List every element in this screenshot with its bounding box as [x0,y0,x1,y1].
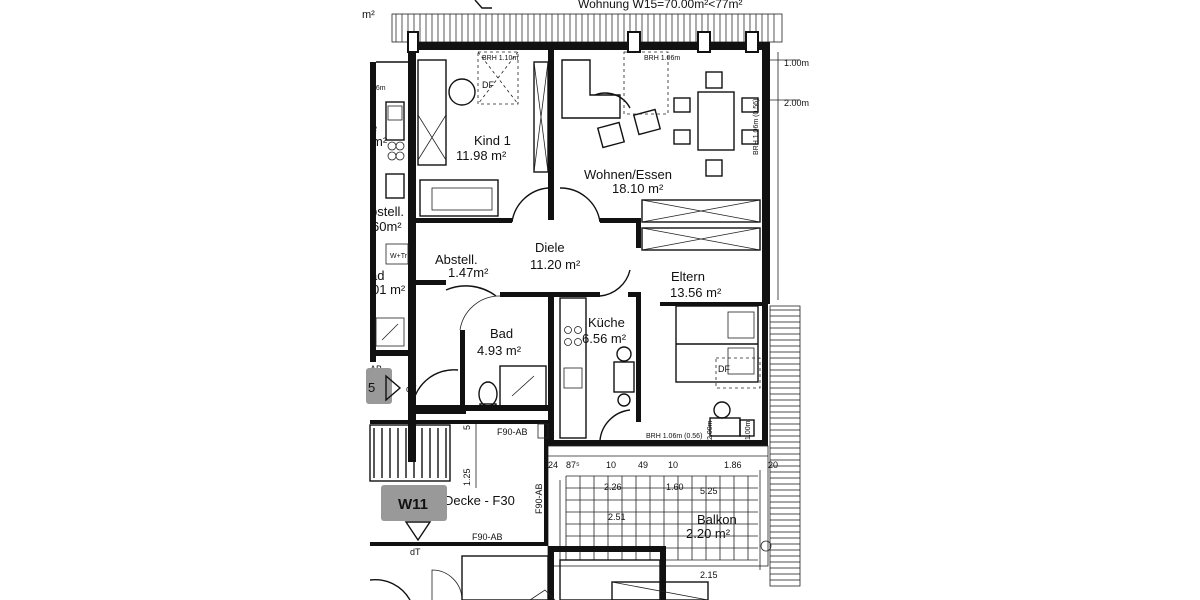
balk-dim-215: 2.15 [700,570,718,580]
neighbor-dim-06: 06m [372,85,386,92]
neighbor-dt-label: dT [406,384,417,394]
neighbor-entry-arrow-icon [385,374,402,402]
room-balkon-area: 2.20 m² [686,526,731,541]
unit-badge-label: W11 [398,496,428,513]
neighbor-m2-top: m² [362,9,375,21]
kueche-fixtures [559,297,635,439]
roof-hatch: Wohnung W15=70.00m²<77m² m² [362,0,783,43]
balk-dim-226: 2.26 [604,482,622,492]
room-bad-name: Bad [490,326,513,341]
eltern-dim-200: 2.00m [707,420,714,440]
wohnen-brh-side: BRH 1.06m (0.56) [753,99,760,155]
neighbor-abstell-area-partial: 60m² [372,219,402,234]
apartment-title: Wohnung W15=70.00m²<77m² [578,0,743,11]
kind1-furniture: BRH 1.10m DF [417,51,549,217]
interior-walls [416,50,764,445]
right-roof-hatch: 1.00m 2.00m [769,52,809,587]
room-kueche-area: 6.56 m² [582,331,627,346]
eltern-brh-label: BRH 1.06m (0.56) [646,433,702,440]
balk-dim-525: 5.25 [700,486,718,496]
balk-dim-2: 10 [606,460,616,470]
neighbor-bad-area-partial: 01 m² [372,282,406,297]
neighbor-abstell-partial: bstell. [370,204,404,219]
neighbor-wt-label: W+Tr [390,253,408,260]
room-abstell-name: Abstell. [435,252,478,267]
balk-dim-1: 87⁵ [566,460,580,470]
stair-dim-a: 5 [462,425,472,430]
kind1-brh-label: BRH 1.10m [482,55,518,62]
eltern-df-label: DF [718,364,730,374]
neighbor-m2-mid: m² [372,134,388,149]
balk-dim-0: 24 [548,460,558,470]
wohnen-furniture: BRH 1.06m BRH 1.06m (0.56) [561,51,761,251]
windows-top [407,31,759,53]
exterior-walls [370,42,770,462]
room-balkon-name: Balkon [697,512,737,527]
unit-badge-w11 [381,485,447,521]
stair-f90-top: F90-AB [497,427,528,437]
neighbor-left: 06m e m² bstell. 60m² W+Tr ad 01 m² AB 5… [366,85,417,404]
balk-dim-5: 1.86 [724,460,742,470]
neighbor-unit-number: 5 [368,380,375,395]
room-kind1-name: Kind 1 [474,133,511,148]
room-eltern-name: Eltern [671,269,705,284]
room-kind1-area: 11.98 m² [456,148,507,163]
room-wohnen-area: 18.10 m² [612,181,664,196]
stair-core: F90-AB F90-AB F90-AB Decke - F30 5 1.25 … [369,420,549,600]
eltern-dim-100: 1.00m [745,420,752,440]
dim-top-right-1: 1.00m [784,58,809,68]
entry-arrow-icon [404,521,432,542]
bad-fixtures [478,365,547,411]
neighbor-bottom [461,546,709,600]
unit-dt-label: dT [410,547,421,557]
balk-dim-4: 10 [668,460,678,470]
doors [411,187,631,441]
balk-dim-6: 20 [768,460,778,470]
room-eltern-area: 13.56 m² [670,285,722,300]
balk-dim-160: 1.60 [666,482,684,492]
neighbor-e-partial: e [370,120,377,135]
room-wohnen-name: Wohnen/Essen [584,167,672,182]
room-bad-area: 4.93 m² [477,343,522,358]
kind1-df-label: DF [482,80,494,90]
room-abstell-area: 1.47m² [448,265,489,280]
stair-f90-side: F90-AB [534,483,544,514]
room-diele-name: Diele [535,240,565,255]
dim-top-right-2: 2.00m [784,98,809,108]
balk-dim-251: 2.51 [608,512,626,522]
room-diele-area: 11.20 m² [530,257,581,272]
stair-f90-bottom: F90-AB [472,532,503,542]
balk-dim-3: 49 [638,460,648,470]
room-kueche-name: Küche [588,315,625,330]
wohnen-brh-label: BRH 1.06m [644,55,680,62]
balkon-dimensions: 24 87⁵ 10 49 10 1.86 20 2.26 1.60 5.25 2… [548,460,778,580]
neighbor-bad-partial: ad [370,268,384,283]
stair-dim-b: 1.25 [462,468,472,486]
room-labels: Kind 1 11.98 m² Wohnen/Essen 18.10 m² Di… [435,133,737,541]
stair-decke: Decke - F30 [444,493,515,508]
eltern-furniture: DF BRH 1.06m (0.56) 2.00m 1.00m [646,305,761,440]
